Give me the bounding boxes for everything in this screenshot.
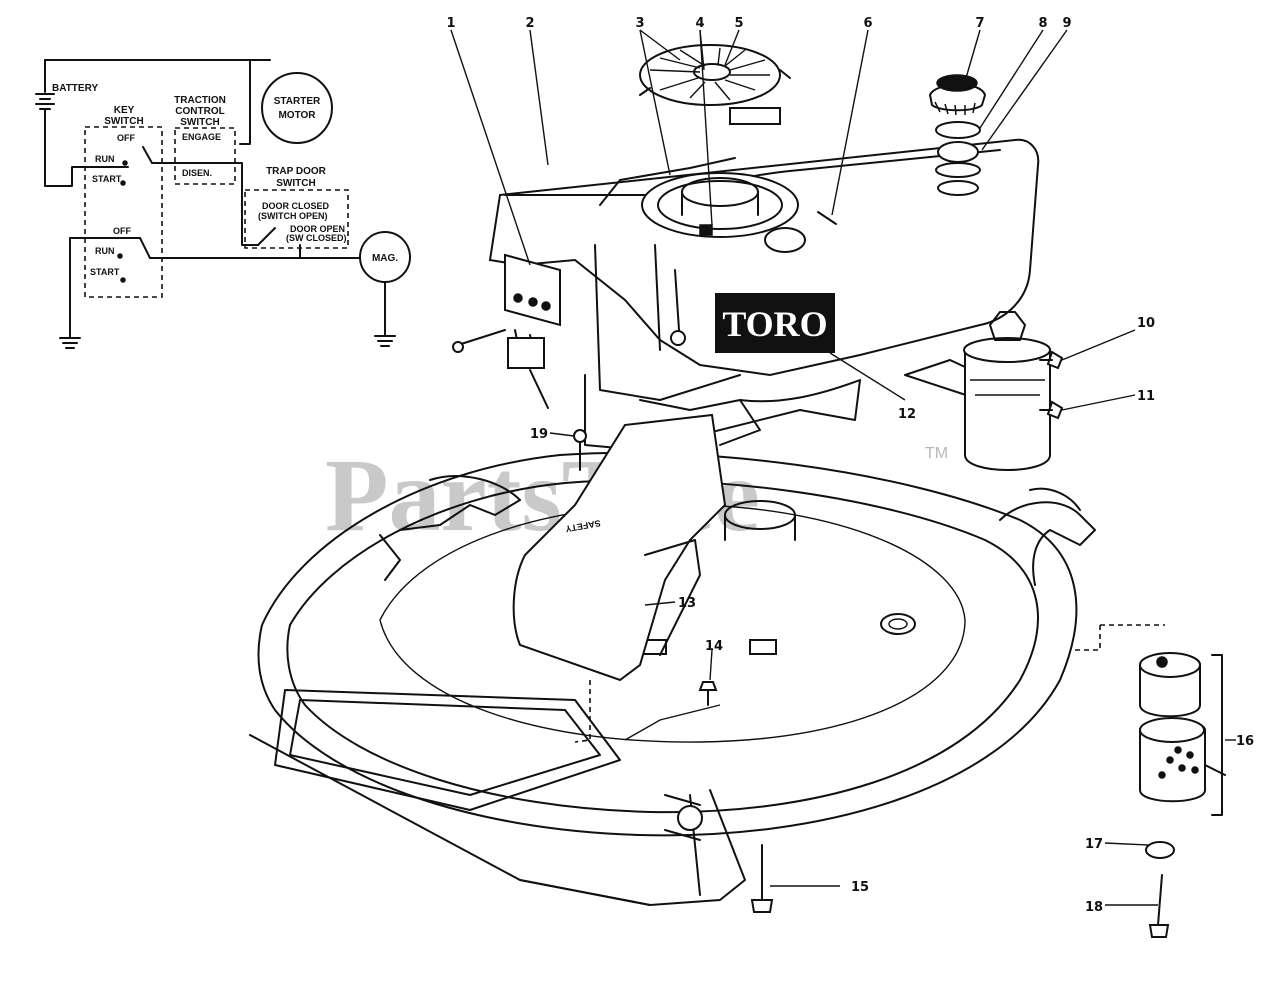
- callout-19: 19: [530, 427, 548, 442]
- key-run-2: RUN: [95, 246, 115, 256]
- wiring-schematic: BATTERY STARTER MOTOR KEY SWITCH OFF RUN…: [35, 59, 411, 349]
- traction-label-3: SWITCH: [180, 117, 219, 128]
- key-switch-label-2: SWITCH: [104, 116, 143, 127]
- trapdoor-label-1: TRAP DOOR: [266, 166, 327, 177]
- callout-2: 2: [525, 16, 534, 31]
- key-start-2: START: [90, 267, 120, 277]
- callout-16: 16: [1236, 734, 1254, 749]
- door-closed-label: DOOR CLOSED: [262, 201, 330, 211]
- air-cleaner-parts: [928, 74, 987, 196]
- callout-13: 13: [678, 596, 696, 611]
- blade-adapter: [1139, 652, 1226, 816]
- callout-3: 3: [635, 16, 644, 31]
- key-switch-box: [84, 126, 163, 298]
- switch-plate: [452, 253, 561, 409]
- mower-deck: [249, 451, 1165, 906]
- leader-lines: [450, 29, 1236, 906]
- traction-label-2: CONTROL: [175, 106, 224, 117]
- callout-numbers: 1 2 3 4 5 6 7 8 9 10 11 12 13 14 15 16 1…: [446, 16, 1254, 915]
- electric-starter: [963, 311, 1051, 471]
- toro-decal: [715, 293, 835, 353]
- recoil-starter: [639, 44, 791, 125]
- callout-5: 5: [734, 16, 743, 31]
- key-switch-label-1: KEY: [114, 105, 135, 116]
- starter-motor-label-1: STARTER: [274, 96, 321, 107]
- traction-engage: ENGAGE: [182, 132, 221, 142]
- callout-9: 9: [1062, 16, 1071, 31]
- callout-18: 18: [1085, 900, 1103, 915]
- trapdoor-switch-box: [244, 189, 349, 249]
- traction-disen: DISEN.: [182, 168, 212, 178]
- starter-motor-label-2: MOTOR: [278, 110, 316, 121]
- callout-12: 12: [898, 407, 916, 422]
- callout-1: 1: [446, 16, 455, 31]
- callout-15: 15: [851, 880, 869, 895]
- door-open-label: DOOR OPEN: [290, 224, 345, 234]
- callout-17: 17: [1085, 837, 1103, 852]
- callout-11: 11: [1137, 389, 1155, 404]
- key-off-1: OFF: [117, 133, 135, 143]
- callout-6: 6: [863, 16, 872, 31]
- sw-closed-label: (SW CLOSED): [286, 233, 347, 243]
- switch-open-label: (SWITCH OPEN): [258, 211, 328, 221]
- engine-assembly: TORO: [488, 138, 1040, 451]
- fasteners: [573, 350, 1175, 938]
- trapdoor-label-2: SWITCH: [276, 178, 315, 189]
- battery-label: BATTERY: [52, 83, 98, 94]
- trademark-mark: TM: [925, 445, 948, 462]
- callout-10: 10: [1137, 316, 1155, 331]
- callout-14: 14: [705, 639, 723, 654]
- callout-8: 8: [1038, 16, 1047, 31]
- starter-motor-symbol: [261, 72, 333, 144]
- magneto-label: MAG.: [372, 253, 398, 264]
- callout-7: 7: [975, 16, 984, 31]
- callout-4: 4: [695, 16, 704, 31]
- traction-switch-box: [174, 127, 236, 185]
- key-off-2: OFF: [113, 226, 131, 236]
- baffle: SAFETY: [512, 413, 727, 682]
- traction-label-1: TRACTION: [174, 95, 226, 106]
- toro-brand-text: TORO: [722, 304, 827, 344]
- key-run-1: RUN: [95, 154, 115, 164]
- key-start-1: START: [92, 174, 122, 184]
